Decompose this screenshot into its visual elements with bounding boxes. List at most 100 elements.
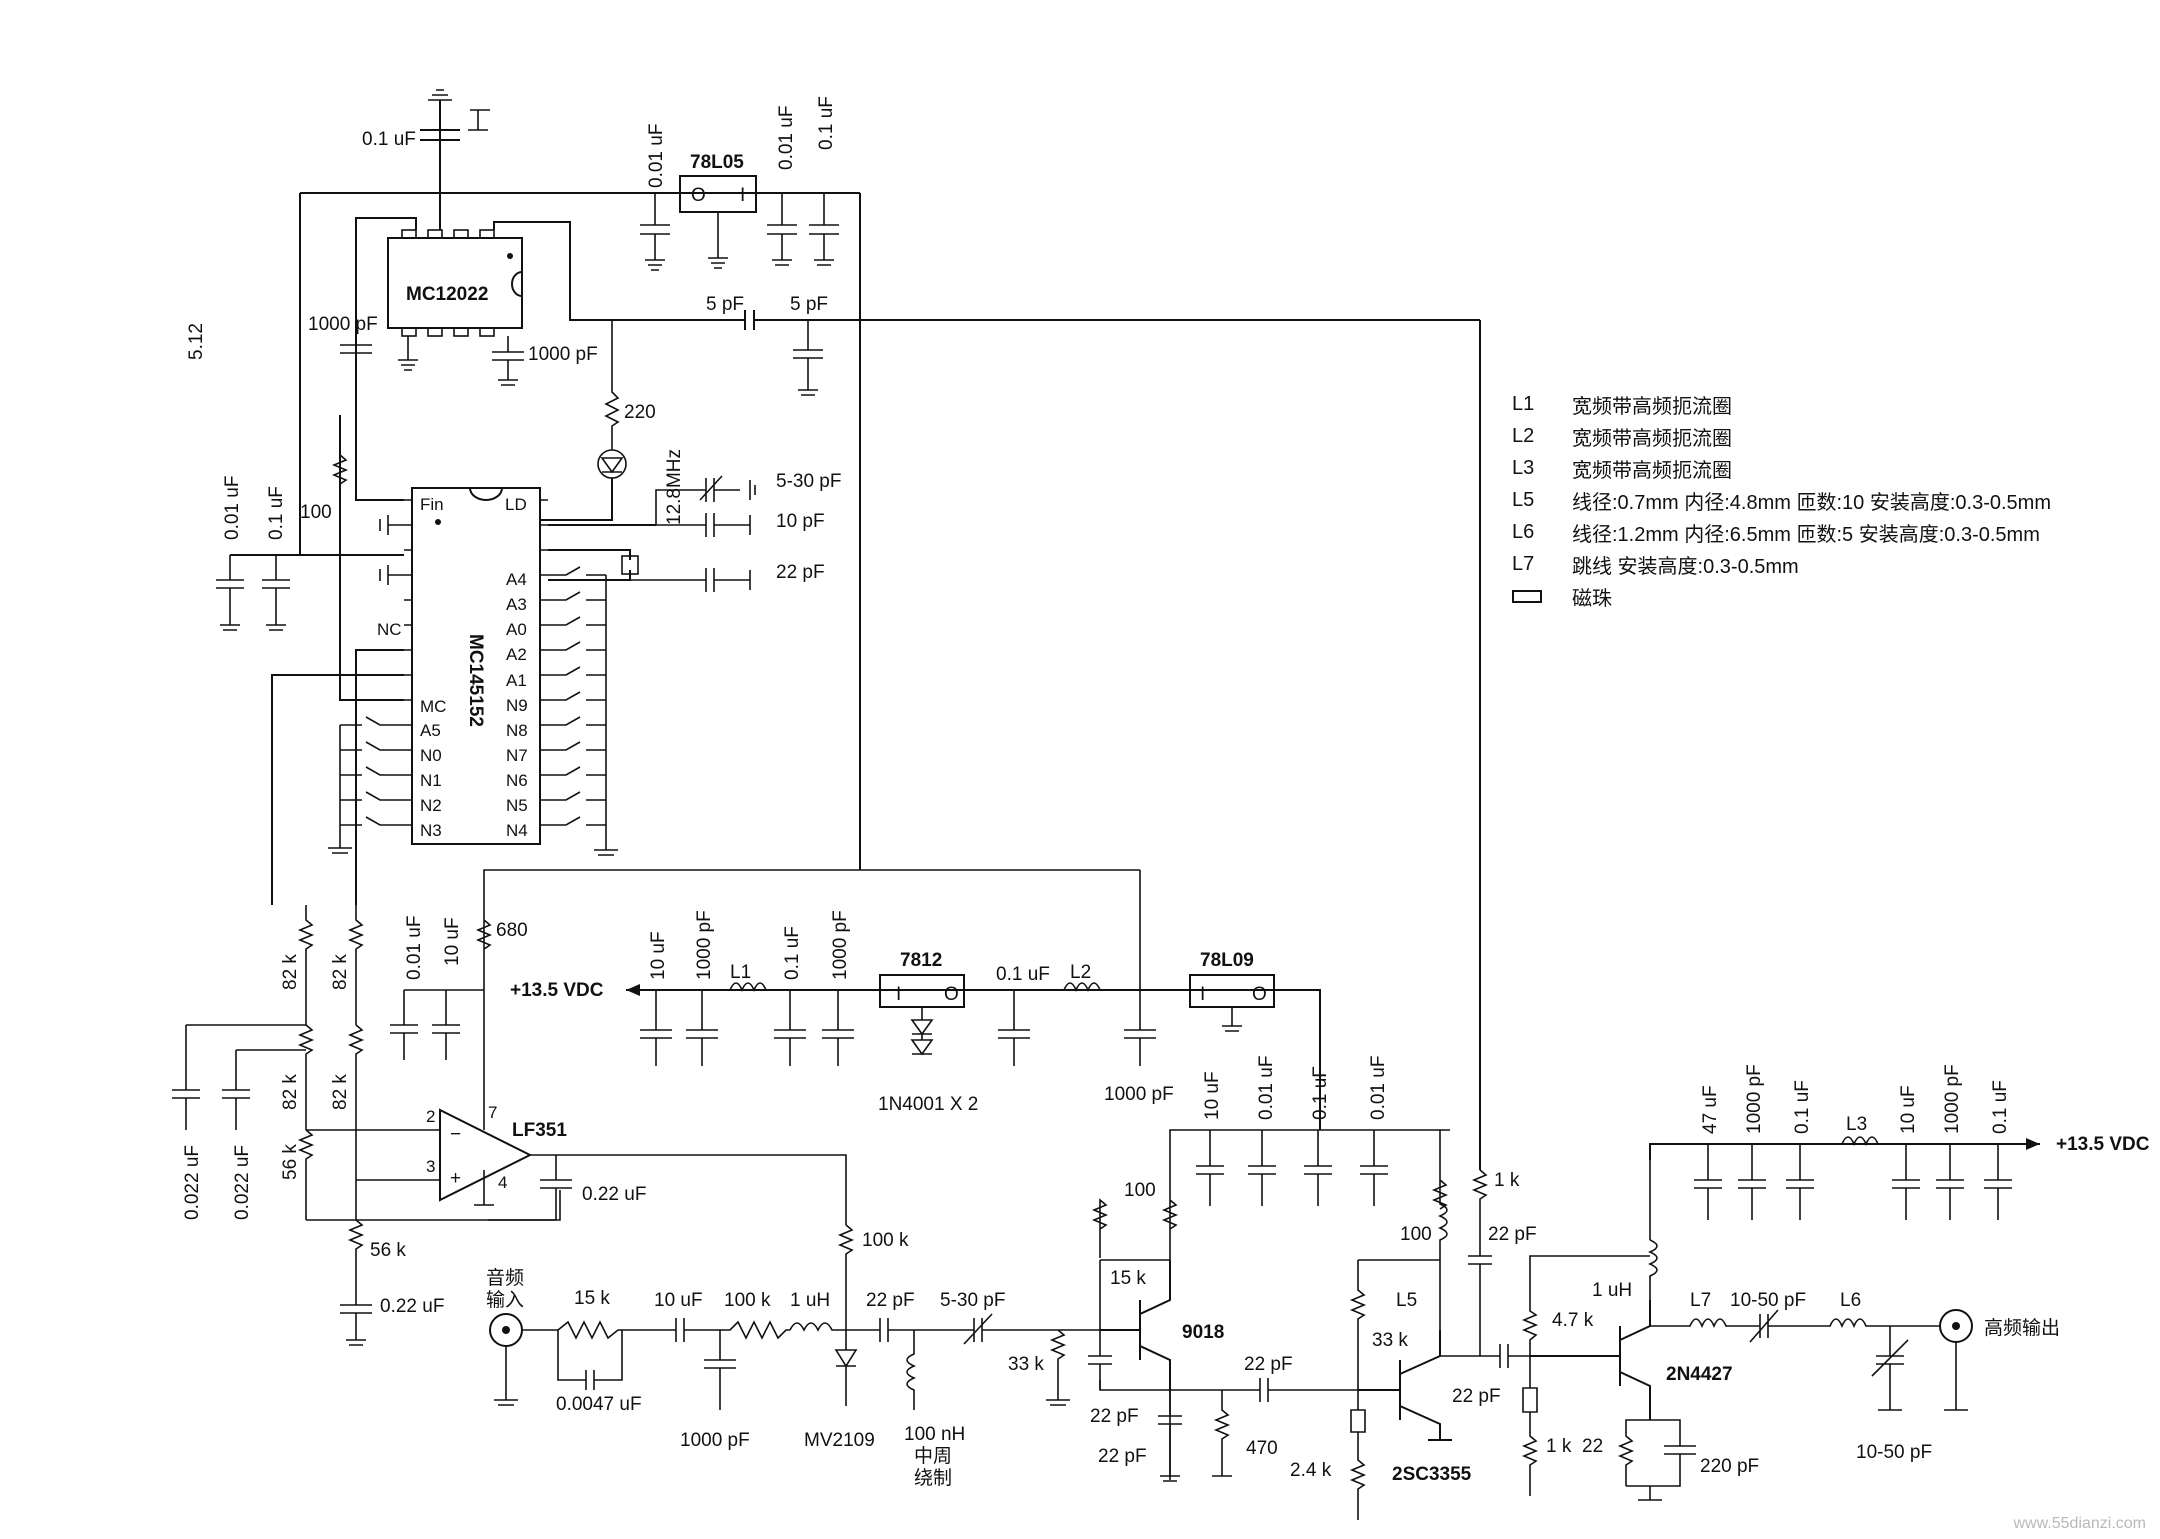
svg-text:12.8MHz: 12.8MHz: [664, 449, 685, 525]
78l09-label: 78L09: [1200, 950, 1254, 971]
svg-text:0.22 uF: 0.22 uF: [380, 1296, 444, 1317]
svg-text:1 uH: 1 uH: [790, 1290, 830, 1311]
svg-text:L3: L3: [1846, 1114, 1867, 1135]
svg-text:680: 680: [496, 920, 528, 941]
program-switches: [328, 396, 618, 856]
oscillator-9018: 9018 15 k 100 22 pF 22 pF 470 22 pF 10 u…: [1088, 1056, 1450, 1482]
svg-text:10 uF: 10 uF: [442, 917, 463, 966]
svg-text:220 pF: 220 pF: [1700, 1456, 1759, 1477]
top-supply-area: 0.1 uF 0.01 uF O I 78L05 0.01 uF 0.1 uF: [300, 89, 861, 870]
svg-text:82 k: 82 k: [330, 1074, 351, 1110]
svg-text:1000 pF: 1000 pF: [680, 1430, 750, 1451]
svg-text:A1: A1: [506, 671, 527, 690]
svg-text:1000 pF: 1000 pF: [308, 314, 378, 335]
svg-text:0.01 uF: 0.01 uF: [646, 124, 667, 188]
svg-text:L5: L5: [1396, 1290, 1417, 1311]
mc145152-ic: MC145152 Fin LD NC MC A5 N0 N1 N2 N3 A4 …: [377, 487, 548, 845]
audio-modulator: 音频 输入 15 k 0.0047 uF 10 uF 1000 pF 100 k…: [486, 1267, 1100, 1489]
svg-text:22: 22: [1582, 1436, 1603, 1457]
svg-text:MV2109: MV2109: [804, 1430, 875, 1451]
svg-text:10 uF: 10 uF: [654, 1290, 703, 1311]
svg-text:A5: A5: [420, 721, 441, 740]
svg-text:A4: A4: [506, 570, 527, 589]
svg-text:0.01 uF: 0.01 uF: [404, 916, 425, 980]
svg-text:5 pF: 5 pF: [706, 294, 744, 315]
svg-text:N3: N3: [420, 821, 442, 840]
svg-text:1N4001 X 2: 1N4001 X 2: [878, 1094, 978, 1115]
svg-text:56 k: 56 k: [280, 1144, 301, 1180]
svg-text:−: −: [450, 1124, 461, 1145]
svg-text:470: 470: [1246, 1438, 1278, 1459]
svg-text:0.01 uF: 0.01 uF: [222, 476, 243, 540]
svg-text:5.12: 5.12: [186, 323, 207, 360]
rf-out-label: 高频输出: [1984, 1317, 2060, 1339]
legend-row-bead: 磁珠: [1512, 580, 2051, 612]
svg-text:4: 4: [498, 1173, 507, 1192]
supply-label-right: +13.5 VDC: [2056, 1134, 2150, 1155]
svg-text:10-50 pF: 10-50 pF: [1730, 1290, 1806, 1311]
svg-text:0.1 uF: 0.1 uF: [266, 486, 287, 540]
svg-text:A0: A0: [506, 620, 527, 639]
svg-text:N5: N5: [506, 796, 528, 815]
svg-text:N8: N8: [506, 721, 528, 740]
svg-text:7: 7: [488, 1103, 497, 1122]
svg-text:1000 pF: 1000 pF: [694, 910, 715, 980]
loop-filter: 82 k 82 k 82 k 82 k 56 k 56 k 0.022 uF 0…: [172, 649, 1140, 1346]
svg-text:15 k: 15 k: [574, 1288, 610, 1309]
svg-text:82 k: 82 k: [330, 954, 351, 990]
svg-text:0.1 uF: 0.1 uF: [362, 129, 416, 150]
svg-text:输入: 输入: [486, 1289, 524, 1311]
svg-text:2: 2: [426, 1107, 435, 1126]
svg-text:10 uF: 10 uF: [1202, 1071, 1223, 1120]
svg-text:10-50 pF: 10-50 pF: [1856, 1442, 1932, 1463]
svg-text:N4: N4: [506, 821, 528, 840]
78l05-label: 78L05: [690, 152, 744, 173]
svg-text:100 k: 100 k: [862, 1230, 909, 1251]
crystal-oscillator: 12.8MHz 5-30 pF 10 pF 22 pF: [548, 449, 841, 592]
svg-text:0.1 uF: 0.1 uF: [1990, 1080, 2011, 1134]
7812-label: 7812: [900, 950, 942, 971]
svg-text:100: 100: [300, 502, 332, 523]
pll-decoupling: 0.01 uF 0.1 uF 100: [216, 193, 349, 631]
svg-text:I: I: [740, 185, 745, 206]
svg-text:L6: L6: [1840, 1290, 1861, 1311]
svg-text:LD: LD: [505, 495, 527, 514]
svg-text:3: 3: [426, 1157, 435, 1176]
watermark: www.55dianzi.com: [2013, 1515, 2147, 1532]
svg-text:0.01 uF: 0.01 uF: [1368, 1056, 1389, 1120]
svg-text:10 pF: 10 pF: [776, 511, 825, 532]
svg-text:2.4 k: 2.4 k: [1290, 1460, 1332, 1481]
svg-text:33 k: 33 k: [1008, 1354, 1044, 1375]
svg-text:I: I: [1200, 984, 1205, 1005]
mc12022-label: MC12022: [406, 284, 488, 305]
2n4427-label: 2N4427: [1666, 1364, 1733, 1385]
svg-text:L1: L1: [730, 962, 751, 983]
svg-text:33 k: 33 k: [1372, 1330, 1408, 1351]
svg-text:0.22 uF: 0.22 uF: [582, 1184, 646, 1205]
svg-text:音频: 音频: [486, 1267, 524, 1289]
svg-text:5-30 pF: 5-30 pF: [776, 471, 841, 492]
supply-chain: +13.5 VDC 10 uF 1000 pF L1 0.1 uF 1000 p…: [510, 870, 1321, 1130]
9018-label: 9018: [1182, 1322, 1224, 1343]
svg-text:15 k: 15 k: [1110, 1268, 1146, 1289]
svg-text:1000 pF: 1000 pF: [1942, 1064, 1963, 1134]
svg-text:1000 pF: 1000 pF: [528, 344, 598, 365]
svg-text:0.1 uF: 0.1 uF: [996, 964, 1050, 985]
svg-text:100 nH: 100 nH: [904, 1424, 965, 1445]
svg-text:1 uH: 1 uH: [1592, 1280, 1632, 1301]
svg-text:A2: A2: [506, 645, 527, 664]
svg-text:N9: N9: [506, 696, 528, 715]
svg-text:47 uF: 47 uF: [1700, 1085, 1721, 1134]
svg-text:I: I: [896, 984, 901, 1005]
svg-text:10 uF: 10 uF: [648, 931, 669, 980]
svg-text:0.1 uF: 0.1 uF: [816, 96, 837, 150]
svg-text:1 k: 1 k: [1494, 1170, 1520, 1191]
supply-label-left: +13.5 VDC: [510, 980, 604, 1001]
svg-text:N2: N2: [420, 796, 442, 815]
